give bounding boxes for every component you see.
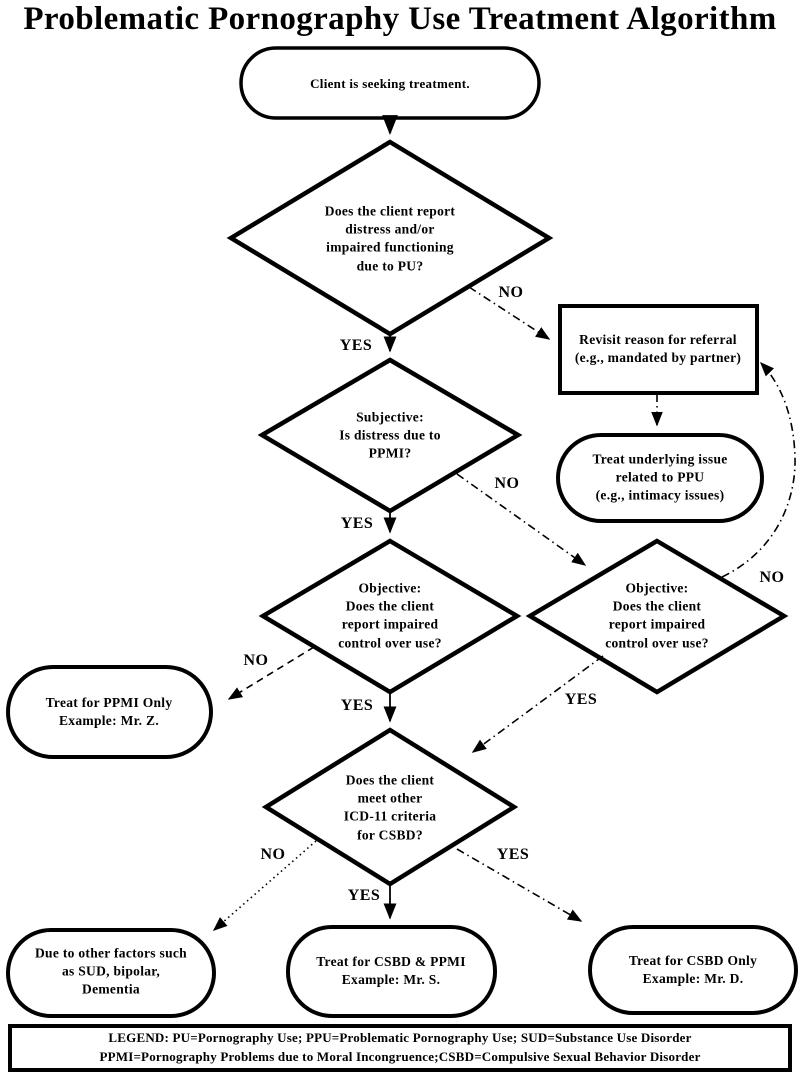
edge-label-objective-right-yes: YES (564, 691, 598, 708)
legend-box: LEGEND: PU=Pornography Use; PPU=Problema… (8, 1024, 792, 1072)
edge-label-distress-yes: YES (339, 337, 373, 354)
decision-subjective-shape (257, 357, 523, 514)
edge-label-csbd-no: NO (260, 846, 286, 863)
edge-label-objective-right-no: NO (759, 569, 785, 586)
connector-distress-no-to-revisit (468, 286, 551, 340)
connector-subjective-no-to-objective-right (456, 473, 587, 566)
edge-label-objective-left-no: NO (243, 652, 269, 669)
connector-objective-left-no-to-ppmi-only (227, 646, 315, 700)
connector-csbd-yes-to-csbd-only (456, 848, 583, 922)
treat-underlying-shape (556, 433, 764, 523)
connector-objective-right-no-to-revisit (721, 361, 796, 578)
legend-line-1: LEGEND: PU=Pornography Use; PPU=Problema… (108, 1030, 692, 1046)
treat-csbd-only-shape (588, 925, 798, 1015)
legend-line-2: PPMI=Pornography Problems due to Moral I… (99, 1049, 701, 1064)
connector-objective-right-yes-to-csbd (471, 655, 604, 753)
edge-label-objective-left-yes: YES (340, 697, 374, 714)
edge-label-distress-no: NO (498, 284, 524, 301)
edge-label-subjective-yes: YES (340, 515, 374, 532)
edge-label-subjective-no: NO (494, 475, 520, 492)
start-terminator-shape (239, 46, 541, 120)
other-factors-shape (6, 928, 216, 1018)
treat-ppmi-only-shape (6, 665, 213, 759)
decision-objective-right-shape (525, 538, 789, 695)
edge-label-csbd-yes-center: YES (347, 887, 381, 904)
decision-objective-left-shape (258, 538, 522, 695)
page-title: Problematic Pornography Use Treatment Al… (23, 1, 777, 37)
treat-csbd-ppmi-shape (286, 925, 497, 1018)
edge-label-csbd-yes-right: YES (496, 846, 530, 863)
decision-distress-shape (226, 139, 554, 337)
revisit-referral-shape (558, 304, 759, 395)
